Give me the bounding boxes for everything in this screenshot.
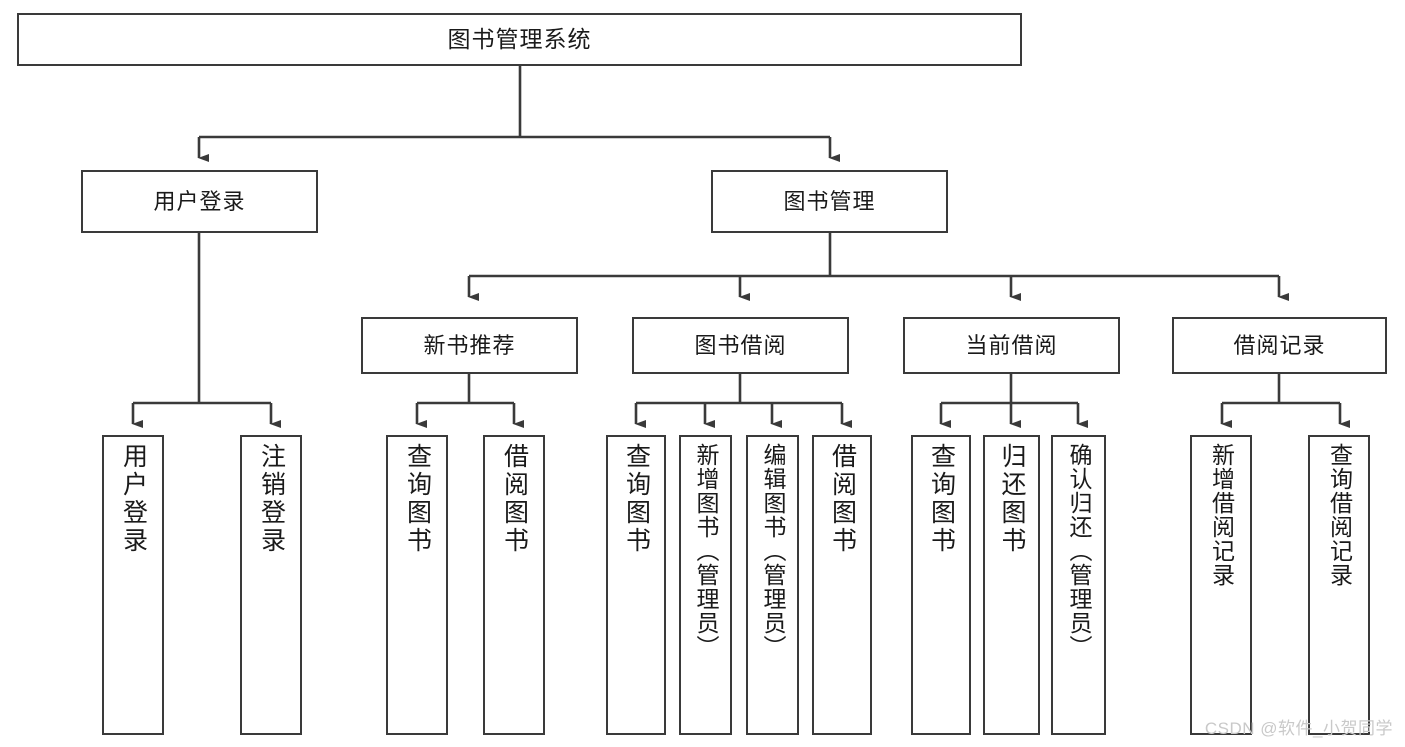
node-label: 借阅记录 (1233, 332, 1326, 358)
node-label: 确认归还（管理员） (1066, 443, 1092, 659)
node-label: 图书管理系统 (447, 25, 592, 52)
node-label: 用户登录 (119, 443, 148, 555)
node-new-book-recommend[interactable]: 新书推荐 (361, 317, 578, 374)
node-label: 新增借阅记录 (1208, 443, 1235, 587)
node-label: 注销登录 (257, 443, 286, 555)
leaf-query-book-borrow[interactable]: 查询图书 (606, 435, 666, 735)
node-root-book-management-system[interactable]: 图书管理系统 (17, 13, 1022, 66)
leaf-user-login[interactable]: 用户登录 (102, 435, 164, 735)
node-label: 图书借阅 (694, 332, 787, 358)
leaf-add-borrow-record[interactable]: 新增借阅记录 (1190, 435, 1252, 735)
node-book-management[interactable]: 图书管理 (711, 170, 948, 233)
leaf-return-book[interactable]: 归还图书 (983, 435, 1040, 735)
node-label: 查询图书 (403, 443, 432, 555)
leaf-query-book-current[interactable]: 查询图书 (911, 435, 971, 735)
node-label: 用户登录 (153, 188, 246, 214)
leaf-query-borrow-record[interactable]: 查询借阅记录 (1308, 435, 1370, 735)
node-label: 查询借阅记录 (1326, 443, 1353, 587)
watermark-text: CSDN @软件_小贺同学 (1204, 719, 1393, 738)
leaf-borrow-book-recommend[interactable]: 借阅图书 (483, 435, 545, 735)
leaf-edit-book-admin[interactable]: 编辑图书（管理员） (746, 435, 799, 735)
node-label: 新增图书（管理员） (693, 443, 719, 659)
node-current-borrow[interactable]: 当前借阅 (903, 317, 1120, 374)
leaf-confirm-return-admin[interactable]: 确认归还（管理员） (1051, 435, 1106, 735)
leaf-query-book-recommend[interactable]: 查询图书 (386, 435, 448, 735)
node-borrow-record[interactable]: 借阅记录 (1172, 317, 1387, 374)
leaf-logout-login[interactable]: 注销登录 (240, 435, 302, 735)
node-label: 当前借阅 (965, 332, 1058, 358)
node-label: 查询图书 (927, 443, 956, 555)
node-book-borrow[interactable]: 图书借阅 (632, 317, 849, 374)
node-label: 图书管理 (783, 188, 876, 214)
node-label: 编辑图书（管理员） (760, 443, 786, 659)
node-label: 归还图书 (998, 443, 1026, 555)
leaf-borrow-book[interactable]: 借阅图书 (812, 435, 872, 735)
node-label: 借阅图书 (500, 443, 529, 555)
node-label: 借阅图书 (828, 443, 857, 555)
node-label: 新书推荐 (423, 332, 516, 358)
node-user-login[interactable]: 用户登录 (81, 170, 318, 233)
leaf-add-book-admin[interactable]: 新增图书（管理员） (679, 435, 732, 735)
node-label: 查询图书 (622, 443, 651, 555)
